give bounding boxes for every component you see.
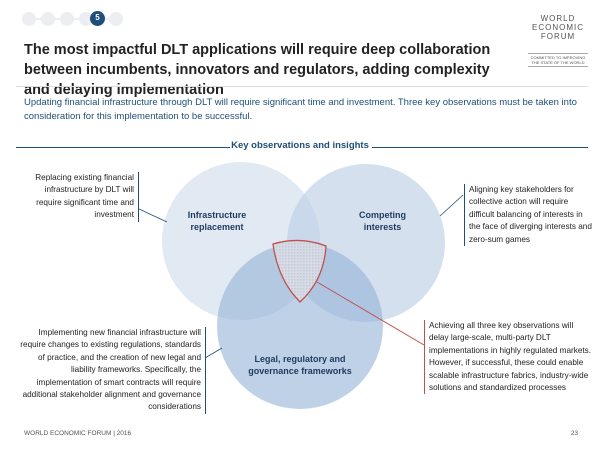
page-number: 23 bbox=[570, 430, 578, 437]
circle-label-legal: Legal, regulatory and governance framewo… bbox=[248, 354, 352, 376]
footer-source: WORLD ECONOMIC FORUM | 2016 bbox=[24, 430, 132, 437]
note-legal: Implementing new financial infrastructur… bbox=[20, 327, 206, 414]
section-rule bbox=[372, 147, 588, 148]
progress-step[interactable] bbox=[22, 12, 36, 26]
progress-step[interactable] bbox=[109, 12, 123, 26]
connector-line bbox=[204, 347, 223, 359]
progress-step[interactable] bbox=[79, 12, 93, 26]
logo-line: ECONOMIC bbox=[532, 23, 584, 32]
circle-legal bbox=[217, 243, 383, 409]
logo-line: WORLD bbox=[540, 14, 576, 23]
intro-text: Updating financial infrastructure throug… bbox=[24, 97, 577, 122]
logo-line: FORUM bbox=[540, 32, 576, 41]
note-infrastructure: Replacing existing financial infrastruct… bbox=[28, 172, 139, 222]
logo-tagline: COMMITTED TO IMPROVING THE STATE OF THE … bbox=[528, 53, 588, 67]
progress-step-current[interactable]: 5 bbox=[90, 11, 105, 26]
circle-label-competing: Competing interests bbox=[359, 210, 406, 232]
intersection-highlight bbox=[272, 239, 327, 303]
connector-line-highlight bbox=[316, 281, 425, 346]
progress-step[interactable] bbox=[60, 12, 74, 26]
note-all-three: Achieving all three key observations wil… bbox=[424, 320, 593, 395]
connector-line bbox=[439, 194, 464, 217]
progress-step[interactable] bbox=[41, 12, 55, 26]
circle-label-infrastructure: Infrastructure replacement bbox=[187, 210, 247, 232]
wef-logo: WORLD ECONOMIC FORUM COMMITTED TO IMPROV… bbox=[528, 14, 588, 67]
note-competing: Aligning key stakeholders for collective… bbox=[464, 184, 593, 247]
connector-line bbox=[138, 208, 168, 223]
divider bbox=[16, 86, 588, 87]
section-rule bbox=[16, 147, 230, 148]
section-title: Key observations and insights bbox=[231, 140, 369, 151]
